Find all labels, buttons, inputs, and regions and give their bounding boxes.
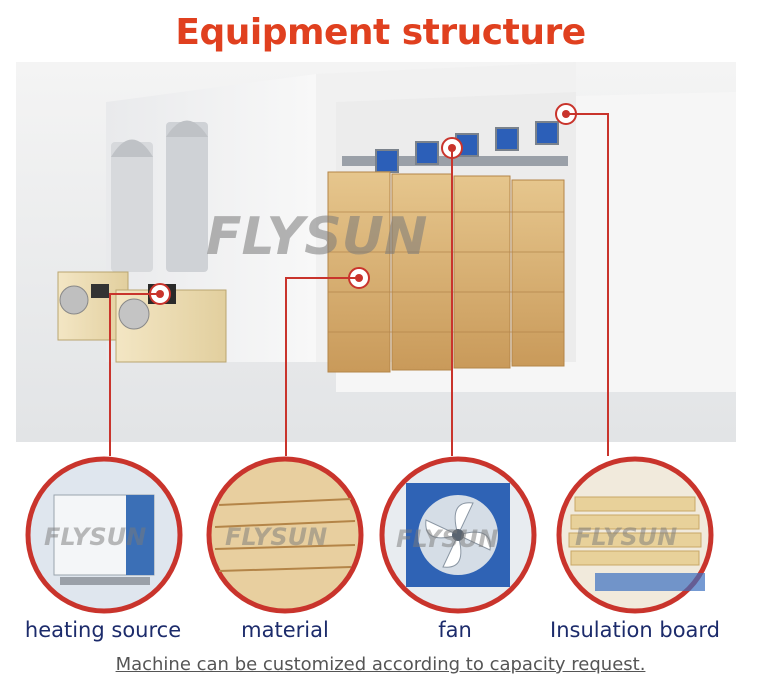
label-material: material (241, 618, 329, 642)
watermark-logo: FLYSUN (575, 523, 677, 551)
fan-thumb: FLYSUN (378, 455, 538, 615)
label-insulation-board: Insulation board (550, 618, 720, 642)
drying-room-illustration: FLYSUN (16, 62, 736, 442)
watermark-logo: FLYSUN (44, 523, 146, 551)
label-fan: fan (438, 618, 472, 642)
footer-note: Machine can be customized according to c… (115, 654, 646, 675)
insulation-board-thumb: FLYSUN (555, 455, 715, 615)
watermark-logo: FLYSUN (225, 523, 327, 551)
watermark-logo: FLYSUN (396, 525, 498, 553)
material-thumb: FLYSUN (205, 455, 365, 615)
watermark-logo: FLYSUN (206, 207, 427, 267)
page-title: Equipment structure (175, 12, 586, 53)
heating-source-thumb: FLYSUN (24, 455, 184, 615)
label-heating-source: heating source (24, 618, 182, 642)
